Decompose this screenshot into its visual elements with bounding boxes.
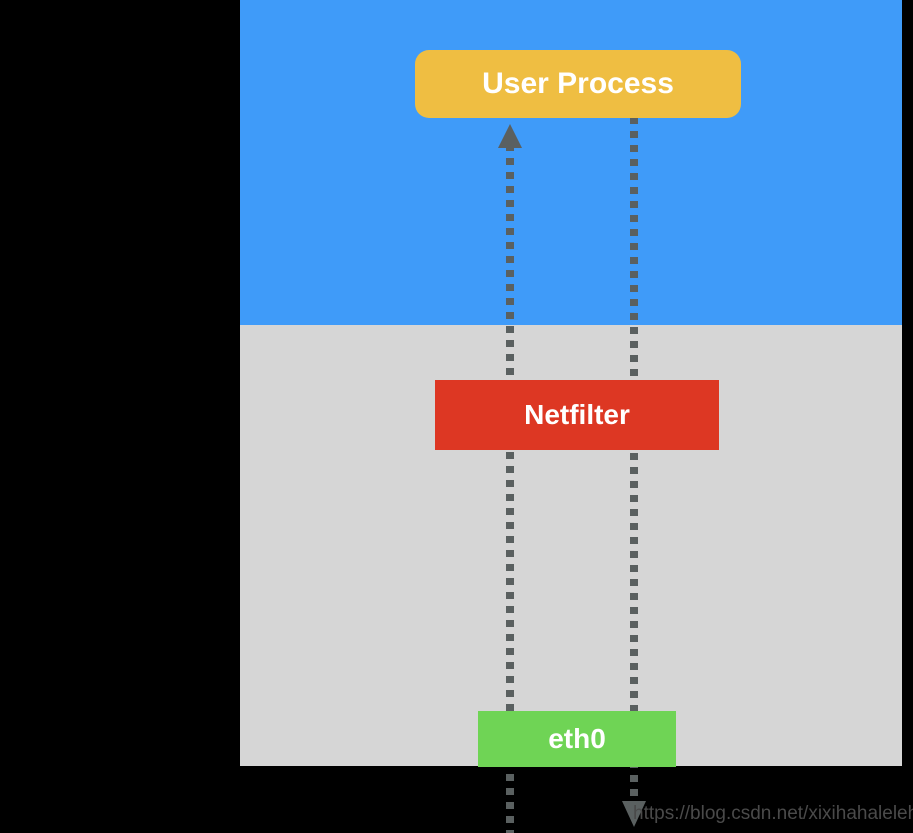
connection-inbound-flow — [506, 144, 514, 833]
watermark-url: https://blog.csdn.net/xixihahalelehehe — [633, 803, 913, 824]
zone-user-space — [240, 0, 902, 325]
node-user-process[interactable]: User Process — [415, 50, 741, 118]
dotted-line-outbound — [630, 117, 638, 803]
connection-outbound-flow — [630, 117, 638, 803]
arrow-down-icon — [622, 801, 646, 827]
node-eth0[interactable]: eth0 — [478, 711, 676, 767]
node-netfilter[interactable]: Netfilter — [435, 380, 719, 450]
arrow-up-icon — [498, 124, 522, 148]
dotted-line-inbound — [506, 144, 514, 833]
